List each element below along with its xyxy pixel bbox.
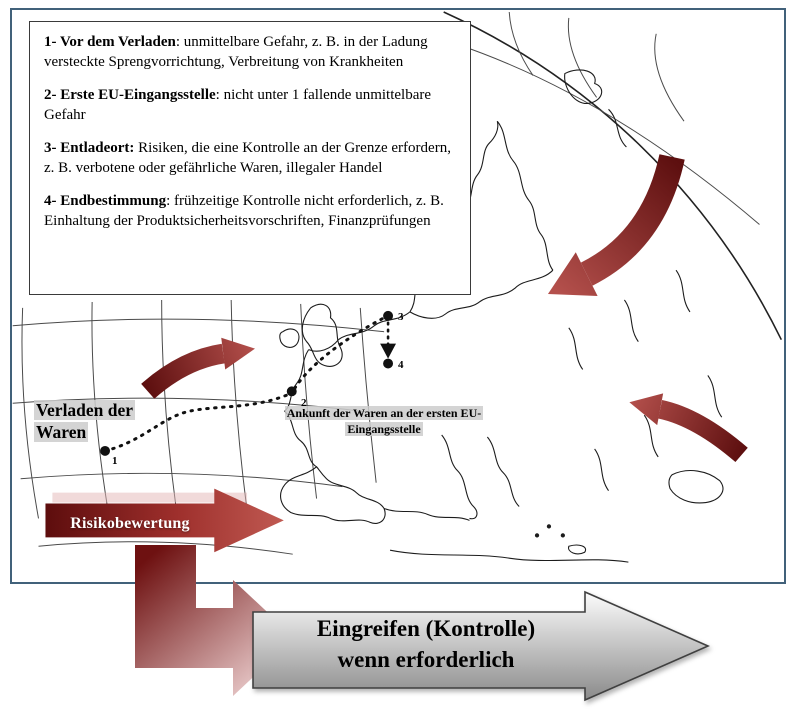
legend-item-1-term: 1- Vor dem Verladen: [44, 34, 176, 50]
route-segment-1-2: [103, 392, 291, 453]
inbound-arrow-west-icon: [141, 343, 225, 399]
legend-item-3: 3- Entladeort: Risiken, die eine Kontrol…: [44, 139, 456, 179]
route-segment-2-3: [293, 317, 384, 390]
loading-label-text: Verladen der Waren: [34, 400, 136, 443]
legend-item-3-term: 3- Entladeort:: [44, 139, 135, 156]
loading-label: Verladen der Waren: [34, 399, 138, 444]
waypoint-number-2: 2: [301, 397, 307, 409]
arrival-label: Ankunft der Waren an der ersten EU-Einga…: [284, 406, 484, 437]
route-arrowhead-icon: [380, 343, 397, 359]
globe-outline: [443, 11, 783, 341]
legend-item-4-desc: : frühzeitige Kontrolle nicht erforderli…: [44, 192, 444, 229]
waypoint-dot-3: [383, 310, 394, 321]
europe-globe-map: [12, 11, 783, 563]
inbound-arrow-west-head-icon: [221, 337, 255, 370]
intervention-line-1: Eingreifen (Kontrolle): [316, 616, 536, 641]
legend-item-1: 1- Vor dem Verladen: unmittelbare Gefahr…: [44, 33, 456, 73]
intervention-line-2: wenn erforderlich: [337, 647, 515, 672]
waypoint-dot-1: [100, 445, 111, 456]
risk-assessment-arrow-icon: [45, 488, 284, 553]
waypoint-number-4: 4: [398, 359, 404, 371]
legend-item-4-term: 4- Endbestimmung: [44, 192, 167, 209]
inbound-arrow-north-head-icon: [547, 252, 598, 296]
trade-route: [100, 310, 397, 456]
waypoint-number-3: 3: [398, 311, 404, 323]
inbound-arrow-east-head-icon: [629, 393, 664, 426]
legend-item-1-desc: : unmittelbare Gefahr, z. B. in der Ladu…: [44, 34, 428, 70]
legend-item-2-term: 2- Erste EU-Eingangsstelle: [44, 86, 216, 103]
legend-item-2: 2- Erste EU-Eingangsstelle: nicht unter …: [44, 86, 456, 126]
inbound-arrow-north-icon: [580, 154, 685, 286]
risk-assessment-label: Risikobewertung: [70, 515, 190, 532]
arrival-label-text: Ankunft der Waren an der ersten EU-Einga…: [284, 406, 484, 436]
waypoint-dot-4: [383, 358, 394, 369]
map-frame: 1- Vor dem Verladen: unmittelbare Gefahr…: [10, 8, 786, 584]
intervention-label: Eingreifen (Kontrolle) wenn erforderlich: [258, 613, 594, 675]
inbound-risk-arrows: [141, 154, 748, 463]
waypoint-dot-2: [286, 386, 297, 397]
waypoint-number-1: 1: [112, 455, 118, 467]
legend-item-3-desc: Risiken, die eine Kontrolle an der Grenz…: [44, 139, 451, 176]
inbound-arrow-east-icon: [657, 399, 748, 463]
legend-box: 1- Vor dem Verladen: unmittelbare Gefahr…: [29, 21, 471, 295]
legend-item-4: 4- Endbestimmung: frühzeitige Kontrolle …: [44, 192, 456, 232]
legend-item-2-desc: : nicht unter 1 fallende unmittelbare Ge…: [44, 86, 432, 123]
